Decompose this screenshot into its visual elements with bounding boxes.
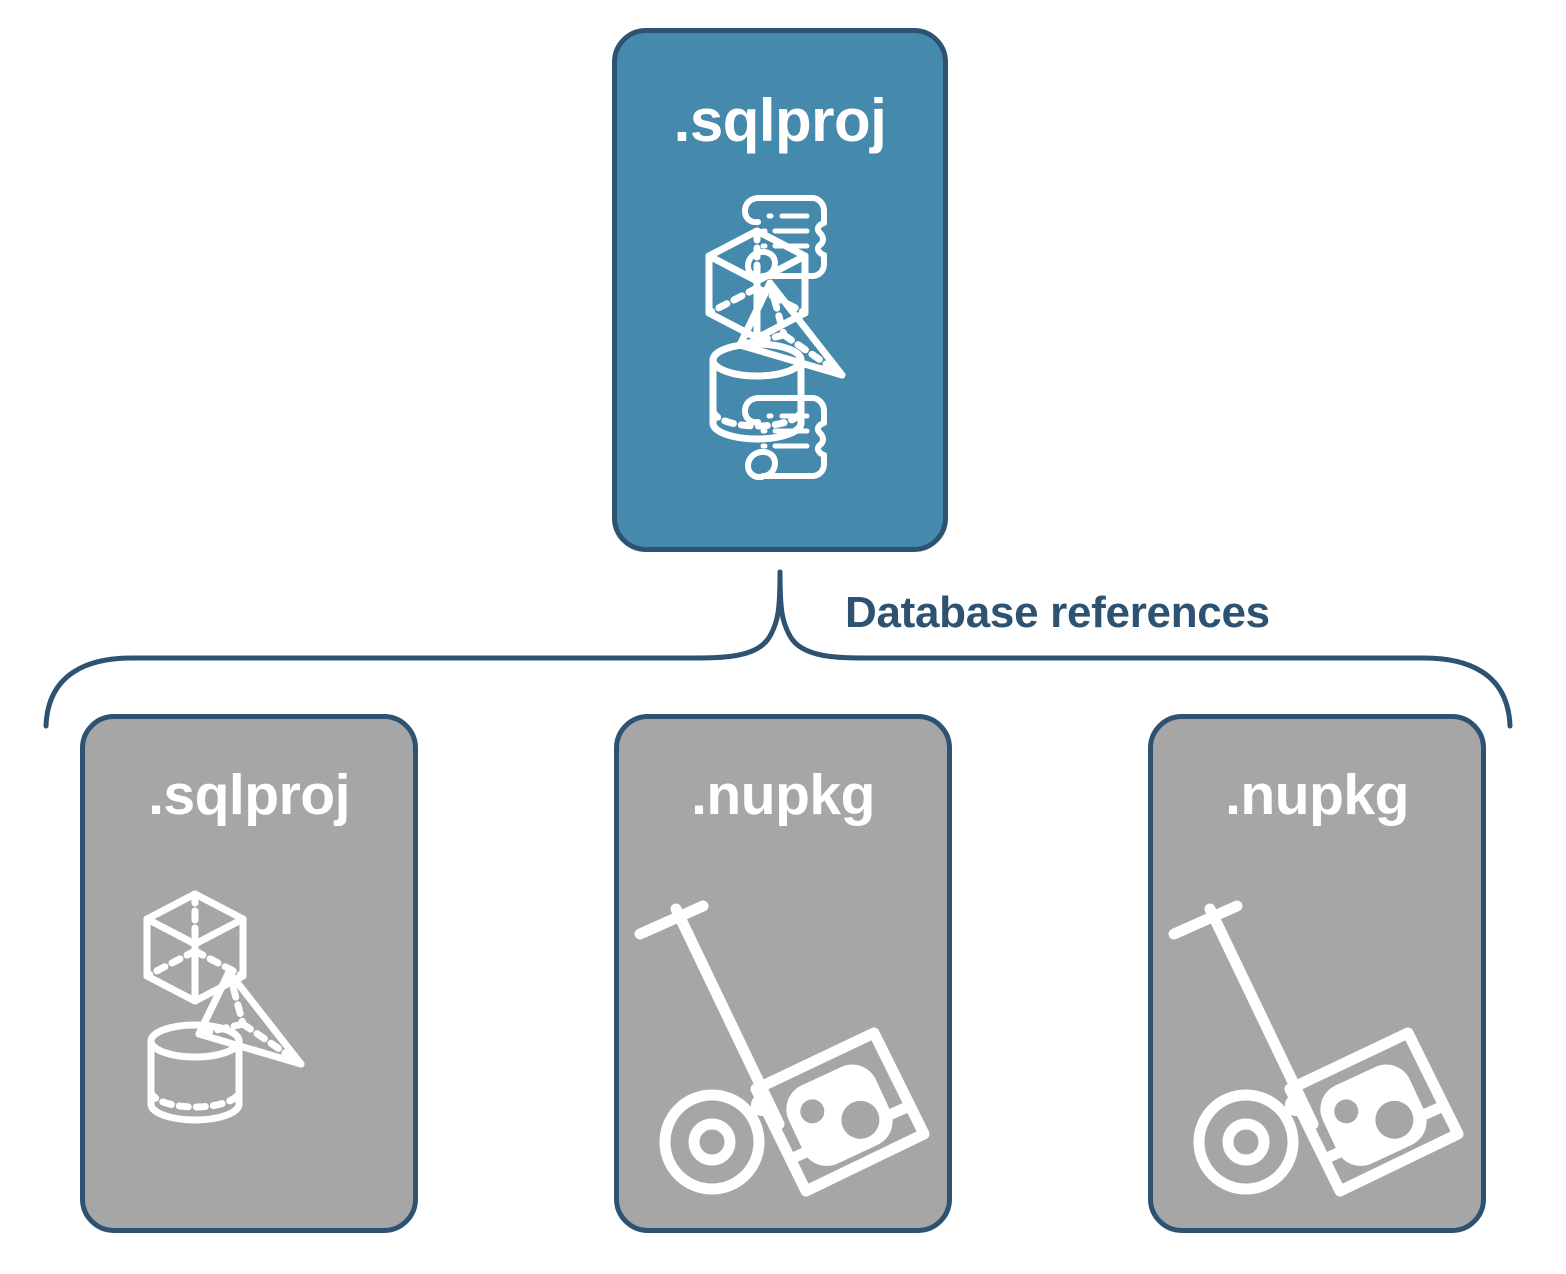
card-title: .nupkg bbox=[1225, 763, 1409, 827]
sqlproj-icon-cluster bbox=[143, 890, 305, 1124]
card-icon-group bbox=[1153, 859, 1481, 1199]
card-title: .sqlproj bbox=[148, 763, 350, 827]
package-box-icon bbox=[750, 1027, 930, 1197]
nuget-logo-icon bbox=[750, 1064, 893, 1166]
connector-label: Database references bbox=[845, 588, 1270, 637]
nupkg-icon-cluster bbox=[1168, 900, 1464, 1197]
card-icon-group bbox=[85, 859, 413, 1199]
card-reference-sqlproj[interactable]: .sqlproj bbox=[80, 714, 418, 1233]
pyramid-icon bbox=[195, 968, 305, 1068]
cube-icon bbox=[143, 890, 247, 1005]
nupkg-icon-cluster bbox=[634, 900, 930, 1197]
cube-icon bbox=[705, 227, 809, 342]
cylinder-icon bbox=[147, 1021, 243, 1124]
card-root-sqlproj[interactable]: .sqlproj bbox=[612, 28, 948, 552]
scroll-icon bbox=[742, 395, 827, 481]
card-reference-nupkg-1[interactable]: .nupkg bbox=[614, 714, 952, 1233]
card-title: .sqlproj bbox=[673, 87, 887, 154]
package-box-icon bbox=[1284, 1027, 1464, 1197]
root-icon-cluster bbox=[705, 195, 846, 481]
card-reference-nupkg-2[interactable]: .nupkg bbox=[1148, 714, 1486, 1233]
card-title: .nupkg bbox=[691, 763, 875, 827]
scroll-icon bbox=[742, 195, 827, 281]
card-icon-group bbox=[619, 859, 947, 1199]
card-icon-group bbox=[617, 188, 943, 481]
nuget-logo-icon bbox=[1284, 1064, 1427, 1166]
cylinder-icon bbox=[709, 340, 805, 443]
